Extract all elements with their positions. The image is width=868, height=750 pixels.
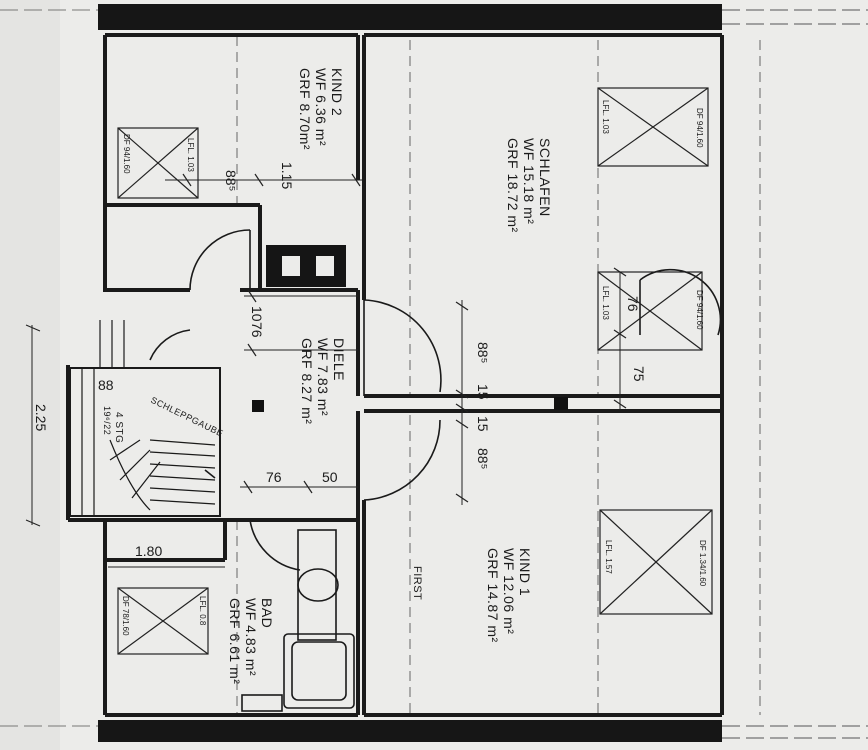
window-label-bad: DF 78/1.60 LFL. 0.8 — [121, 596, 207, 636]
dim-50: 50 — [322, 469, 338, 485]
dim-76-door: 76 — [625, 296, 641, 312]
window-label-kind2: DF 94/1.60 LFL. 1.03 — [122, 134, 195, 174]
room-label-schlafen: SCHLAFEN WF 15.18 m² GRF 18.72 m² — [505, 138, 553, 233]
column-marker — [554, 397, 568, 410]
column-marker-diele — [252, 400, 264, 412]
window-label-schlafen-mid: DF 94/1.60 LFL. 1.03 — [601, 286, 704, 330]
stair-ratio-label: 19⁶/22 — [102, 406, 112, 435]
room-label-diele: DIELE WF 7.83 m² GRF 8.27 m² — [299, 338, 347, 424]
room-grf-kind2: GRF 8.70m² — [297, 68, 313, 150]
window-label-kind1: DF 1.34/1.60 LFL. 1.57 — [604, 540, 707, 587]
dim-225: 2.25 — [33, 404, 49, 431]
bath-fixtures — [241, 529, 355, 712]
window-lfl-kind2: LFL. 1.03 — [186, 138, 195, 172]
window-df-kind1: DF 1.34/1.60 — [698, 540, 707, 587]
room-name-kind1: KIND 1 — [517, 548, 533, 596]
dim-75: 75 — [631, 366, 647, 382]
room-name-bad: BAD — [259, 598, 275, 628]
first-label: FIRST — [411, 566, 423, 600]
window-lfl-schlafen-top: LFL. 1.03 — [601, 100, 610, 134]
dim-76-diele: 76 — [249, 322, 265, 338]
dim-15-a: 15 — [475, 384, 491, 400]
room-label-bad: BAD WF 4.83 m² GRF 6.61 m² — [227, 598, 275, 684]
room-wf-schlafen: WF 15.18 m² — [521, 138, 537, 224]
walls — [66, 33, 724, 717]
dimension-lines — [25, 179, 621, 568]
room-name-diele: DIELE — [331, 338, 347, 381]
window-lfl-bad: LFL. 0.8 — [198, 596, 207, 626]
room-name-kind2: KIND 2 — [329, 68, 345, 116]
room-wf-kind2: WF 6.36 m² — [313, 68, 329, 146]
room-name-schlafen: SCHLAFEN — [537, 138, 553, 217]
dim-10: 10 — [249, 306, 265, 322]
dim-76-low: 76 — [266, 469, 282, 485]
window-label-schlafen-top: DF 94/1.60 LFL. 1.03 — [601, 100, 704, 148]
skylights — [117, 87, 713, 655]
dim-88-stair: 88 — [98, 377, 114, 393]
roof-edges — [0, 4, 868, 742]
dim-885-kind2: 88⁵ — [223, 170, 239, 191]
dim-180: 1.80 — [135, 543, 162, 559]
window-df-schlafen-mid: DF 94/1.60 — [695, 290, 704, 330]
dim-885-lower: 88⁵ — [475, 448, 491, 469]
chimney — [266, 245, 346, 287]
room-grf-schlafen: GRF 18.72 m² — [505, 138, 521, 233]
room-grf-diele: GRF 8.27 m² — [299, 338, 315, 424]
room-wf-kind1: WF 12.06 m² — [501, 548, 517, 634]
room-grf-kind1: GRF 14.87 m² — [485, 548, 501, 643]
window-df-schlafen-top: DF 94/1.60 — [695, 108, 704, 148]
stair-count-label: 4 STG — [113, 412, 124, 443]
dimension-ticks — [182, 173, 627, 503]
window-df-bad: DF 78/1.60 — [121, 596, 130, 636]
window-lfl-kind1: LFL. 1.57 — [604, 540, 613, 574]
room-label-kind2: KIND 2 WF 6.36 m² GRF 8.70m² — [297, 68, 345, 150]
dim-115: 1.15 — [279, 162, 295, 189]
room-wf-diele: WF 7.83 m² — [315, 338, 331, 416]
staircase — [69, 320, 221, 517]
room-wf-bad: WF 4.83 m² — [243, 598, 259, 676]
dim-15-b: 15 — [475, 416, 491, 432]
window-lfl-schlafen-mid: LFL. 1.03 — [601, 286, 610, 320]
room-label-kind1: KIND 1 WF 12.06 m² GRF 14.87 m² — [485, 548, 533, 643]
room-grf-bad: GRF 6.61 m² — [227, 598, 243, 684]
window-df-kind2: DF 94/1.60 — [122, 134, 131, 174]
dim-885-upper: 88⁵ — [475, 342, 491, 363]
